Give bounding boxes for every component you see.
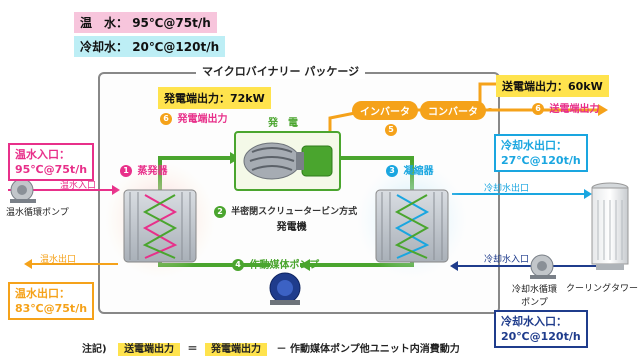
step-inv-conv: 5 bbox=[385, 119, 399, 138]
step-gen-output-label: 発電端出力 bbox=[177, 114, 228, 125]
cooling-tower-graphic bbox=[591, 182, 629, 270]
hot-water-outlet-title: 温水出口： bbox=[15, 287, 70, 300]
hot-water-label: 温 水： bbox=[80, 16, 129, 30]
hot-water-inlet-box: 温水入口： 95℃@75t/h bbox=[8, 143, 95, 181]
footer-gen-output: 発電端出力 bbox=[205, 343, 268, 356]
hot-water-outlet-arrow-label: 温水出口 bbox=[40, 255, 77, 265]
footer-minus-text: － 作動媒体ポンプ他ユニット内消費動力 bbox=[276, 344, 460, 355]
step-send-output-label: 送電端出力 bbox=[549, 104, 600, 115]
generation-label: 発 電 bbox=[268, 118, 298, 129]
evaporator-body bbox=[123, 189, 197, 263]
hot-water-inlet-value: 95℃@75t/h bbox=[15, 163, 88, 176]
inverter-pill: インバータ bbox=[352, 101, 418, 120]
footer-send-output: 送電端出力 bbox=[118, 343, 181, 356]
cooling-water-inlet-box: 冷却水入口： 20℃@120t/h bbox=[494, 310, 588, 348]
step-generator: 2 半密閉スクリュータービン方式 発電機 bbox=[214, 204, 357, 233]
step-generator-label1: 半密閉スクリュータービン方式 bbox=[231, 207, 358, 217]
cooling-water-label: 冷却水： bbox=[80, 40, 129, 54]
cooling-water-outlet-box: 冷却水出口： 27℃@120t/h bbox=[494, 134, 588, 172]
send-output-box: 送電端出力：60kW bbox=[496, 75, 609, 97]
generator-output-box: 発電端出力：72kW bbox=[158, 87, 271, 109]
package-title: マイクロバイナリー パッケージ bbox=[196, 63, 366, 79]
step-condenser-num: 3 bbox=[386, 165, 398, 177]
arrow-hot-out bbox=[24, 259, 32, 269]
footer-equals: ＝ bbox=[187, 344, 198, 355]
hot-water-value: 95℃@75t/h bbox=[132, 16, 211, 30]
hot-water-inlet-title: 温水入口： bbox=[15, 148, 70, 161]
step-evaporator-label: 蒸発器 bbox=[137, 166, 168, 177]
step-pump: 4 作動媒体ポンプ bbox=[232, 256, 319, 271]
cooling-water-outlet-arrow-label: 冷却水出口 bbox=[484, 184, 530, 194]
step-generator-label2: 発電機 bbox=[276, 221, 307, 233]
arrow-cool-out bbox=[584, 189, 592, 199]
footer-note: 注記) 送電端出力 ＝ 発電端出力 － 作動媒体ポンプ他ユニット内消費動力 bbox=[82, 340, 460, 356]
step-gen-output: 6 発電端出力 bbox=[160, 110, 227, 125]
condenser-body bbox=[375, 189, 449, 263]
step-inv-conv-num: 5 bbox=[385, 123, 397, 136]
step-send-output: 6 送電端出力 bbox=[532, 100, 599, 115]
cooling-water-outlet-value: 27℃@120t/h bbox=[501, 154, 581, 167]
cooling-water-pump-label2: ポンプ bbox=[521, 298, 548, 308]
step-evaporator: 1 蒸発器 bbox=[120, 162, 167, 177]
arrow-power-out bbox=[598, 104, 608, 116]
cooling-water-inlet-title: 冷却水入口： bbox=[501, 315, 567, 328]
hot-water-pump-label: 温水循環ポンプ bbox=[6, 208, 69, 218]
cooling-water-pump-label: 冷却水循環 ポンプ bbox=[512, 282, 557, 308]
hot-water-outlet-value: 83℃@75t/h bbox=[15, 302, 88, 315]
step-pump-num: 4 bbox=[232, 259, 244, 271]
hot-water-spec: 温 水： 95℃@75t/h bbox=[74, 12, 217, 33]
cooling-water-inlet-arrow-label: 冷却水入口 bbox=[484, 255, 530, 265]
hot-water-outlet-box: 温水出口： 83℃@75t/h bbox=[8, 282, 95, 320]
step-gen-output-num: 6 bbox=[160, 113, 172, 125]
cooling-water-pump-label1: 冷却水循環 bbox=[512, 285, 558, 295]
cooling-water-value: 20℃@120t/h bbox=[132, 40, 220, 54]
step-condenser-label: 凝縮器 bbox=[403, 166, 434, 177]
cooling-water-spec: 冷却水： 20℃@120t/h bbox=[74, 36, 226, 57]
step-condenser: 3 凝縮器 bbox=[386, 162, 433, 177]
cooling-tower-label: クーリングタワー bbox=[566, 284, 638, 294]
arrow-cool-in bbox=[450, 261, 458, 271]
step-generator-num: 2 bbox=[214, 205, 226, 218]
arrow-to-pump bbox=[300, 259, 310, 271]
cooling-water-outlet-title: 冷却水出口： bbox=[501, 139, 567, 152]
step-send-output-num: 6 bbox=[532, 103, 544, 115]
converter-pill: コンバータ bbox=[420, 101, 486, 120]
step-evaporator-num: 1 bbox=[120, 165, 132, 177]
cooling-water-inlet-value: 20℃@120t/h bbox=[501, 330, 581, 343]
step-pump-label: 作動媒体ポンプ bbox=[249, 260, 320, 271]
footer-note-label: 注記) bbox=[82, 344, 107, 355]
hot-water-inlet-arrow-label: 温水入口 bbox=[60, 181, 97, 191]
